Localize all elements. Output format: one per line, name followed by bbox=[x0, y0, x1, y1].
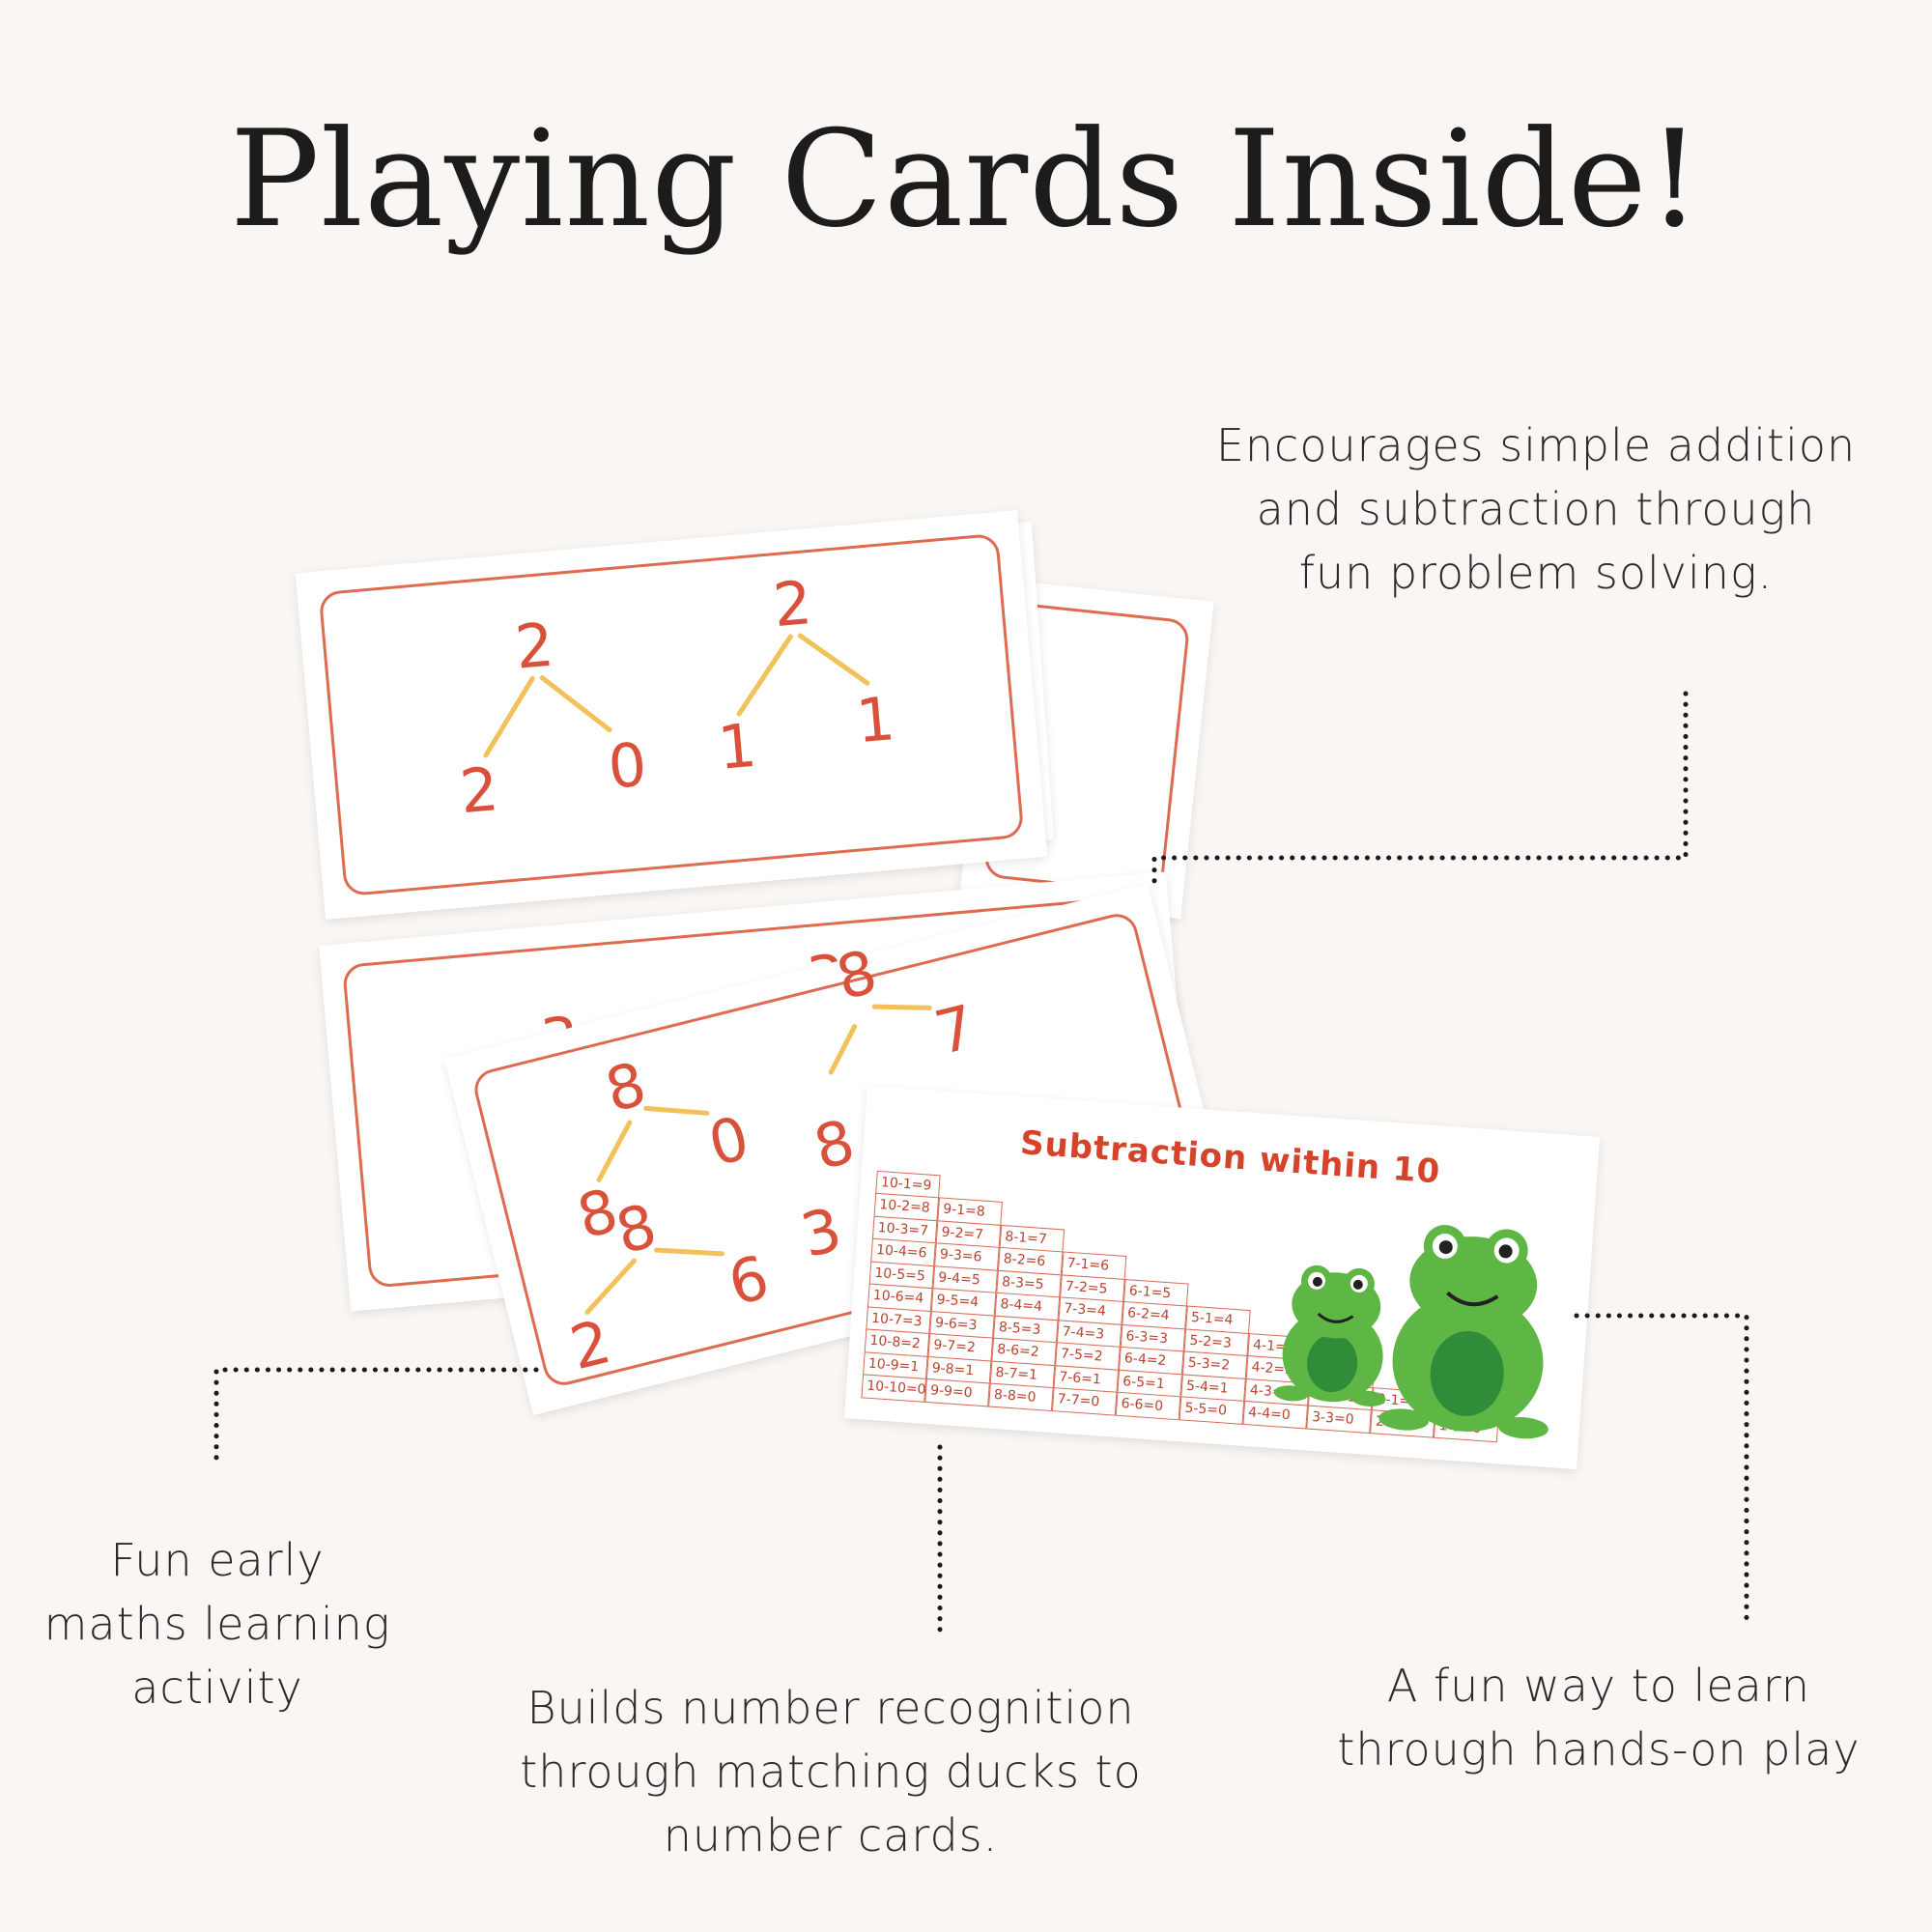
caption-line: through matching ducks to bbox=[520, 1746, 1142, 1798]
caption-line: through hands-on play bbox=[1337, 1723, 1861, 1776]
caption-line: number cards. bbox=[663, 1809, 999, 1861]
small-frog-icon bbox=[1273, 1264, 1386, 1406]
number-card-two: 2 2 0 2 1 1 bbox=[295, 510, 1048, 920]
bond-top-digit: 2 bbox=[771, 567, 815, 640]
connector-bottom-right bbox=[1574, 1313, 1749, 1624]
caption-line: A fun way to learn bbox=[1386, 1660, 1811, 1712]
bond-left-digit: 2 bbox=[457, 753, 501, 827]
caption-line: Encourages simple addition bbox=[1215, 419, 1857, 471]
caption-bottom-right: A fun way to learn through hands-on play bbox=[1309, 1654, 1889, 1781]
page-title: Playing Cards Inside! bbox=[229, 101, 1703, 257]
frogs-illustration bbox=[1273, 1225, 1548, 1439]
number-bond-tree: 2 2 0 bbox=[457, 610, 650, 828]
large-frog-icon bbox=[1378, 1225, 1548, 1439]
caption-line: and subtraction through bbox=[1256, 483, 1816, 535]
caption-line: Builds number recognition bbox=[526, 1682, 1135, 1734]
bond-top-digit: 2 bbox=[512, 610, 556, 683]
bond-right-digit: 0 bbox=[606, 729, 650, 803]
caption-line: Fun early bbox=[110, 1534, 325, 1586]
caption-left: Fun early maths learning activity bbox=[19, 1528, 415, 1719]
connector-left bbox=[213, 1367, 539, 1463]
caption-line: maths learning bbox=[43, 1598, 391, 1650]
bond-right-digit: 1 bbox=[853, 683, 897, 756]
connector-top-right bbox=[1151, 691, 1689, 892]
number-bond-trees: 8 8 0 8 2 6 3 8 7 8 bbox=[563, 936, 981, 1383]
number-card-eight: 8 8 0 8 2 6 3 8 7 8 bbox=[444, 883, 1236, 1416]
number-bond-tree: 2 1 1 bbox=[715, 567, 897, 783]
caption-top-right: Encourages simple addition and subtracti… bbox=[1208, 413, 1864, 605]
caption-line: fun problem solving. bbox=[1298, 547, 1774, 599]
caption-bottom-center: Builds number recognition through matchi… bbox=[493, 1676, 1169, 1867]
caption-line: activity bbox=[131, 1662, 303, 1714]
number-bond-trees: 2 2 0 2 1 1 bbox=[457, 567, 897, 828]
bond-left-digit: 1 bbox=[715, 710, 759, 783]
